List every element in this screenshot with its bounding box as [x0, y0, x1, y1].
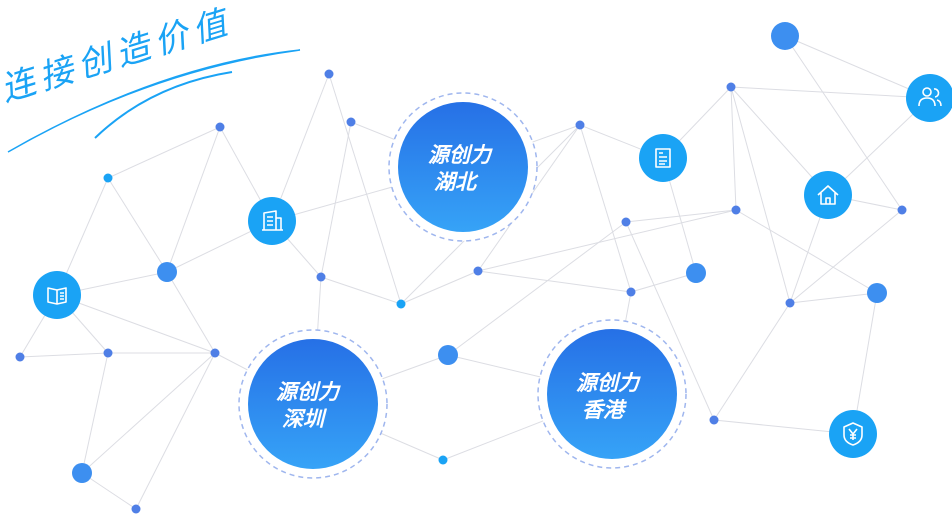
icon-circle: [804, 171, 852, 219]
node-dot: [103, 173, 113, 183]
hub-label-shenzhen[interactable]: 源创力深圳: [276, 379, 406, 433]
node-dot: [324, 69, 334, 79]
document-node[interactable]: [639, 134, 687, 182]
hub-line1: 源创力: [276, 380, 339, 404]
hub-label-hubei[interactable]: 源创力湖北: [428, 142, 558, 196]
edge: [81, 352, 216, 474]
edge: [630, 272, 697, 293]
edge: [107, 126, 221, 179]
edge: [56, 294, 216, 354]
node-dot: [897, 205, 907, 215]
swoosh: [7, 49, 301, 153]
node-dot: [626, 287, 636, 297]
icon-circle: [639, 134, 687, 182]
edge: [735, 209, 878, 294]
node-dot: [438, 455, 448, 465]
edge: [135, 352, 216, 510]
node-large: [771, 22, 799, 50]
node-dot: [785, 298, 795, 308]
node-dot: [709, 415, 719, 425]
node-dot: [210, 348, 220, 358]
edge: [166, 126, 221, 273]
hub-line2: 深圳: [282, 407, 324, 431]
edge: [477, 270, 632, 293]
edge: [320, 276, 402, 305]
edge: [784, 35, 903, 211]
edge: [625, 221, 715, 421]
node-dot: [621, 217, 631, 227]
edge: [730, 86, 931, 99]
edge: [625, 209, 737, 223]
book-node[interactable]: [33, 271, 81, 319]
edge: [166, 271, 216, 354]
edge: [107, 177, 168, 273]
edge: [400, 270, 479, 305]
node-medium: [72, 463, 92, 483]
node-dot: [575, 120, 585, 130]
user-icon: [918, 87, 942, 107]
edge: [730, 86, 737, 211]
hub-line2: 湖北: [434, 170, 476, 194]
node-dot: [316, 272, 326, 282]
home-icon: [817, 185, 839, 205]
book-icon: [47, 287, 67, 305]
node-dot: [731, 205, 741, 215]
edge: [789, 292, 878, 304]
node-dot: [103, 348, 113, 358]
swoosh-2: [94, 71, 233, 139]
edge: [320, 121, 352, 278]
edge: [730, 86, 829, 196]
edge: [789, 209, 903, 304]
node-dot: [131, 504, 141, 514]
edge: [81, 352, 109, 474]
node-medium: [157, 262, 177, 282]
user-node[interactable]: [906, 74, 952, 122]
hub-circle-hongkong: [547, 329, 677, 459]
hub-line1: 源创力: [576, 371, 639, 395]
hub-circle-hubei: [398, 102, 528, 232]
node-dot: [346, 117, 356, 127]
node-dot: [473, 266, 483, 276]
edge: [19, 352, 109, 358]
document-icon: [655, 148, 671, 168]
edge: [447, 221, 627, 356]
node-medium: [438, 345, 458, 365]
edge: [730, 86, 791, 304]
node-dot: [15, 352, 25, 362]
hub-line2: 香港: [582, 398, 624, 422]
hub-label-hongkong[interactable]: 源创力香港: [576, 370, 706, 424]
home-node[interactable]: [804, 171, 852, 219]
edge: [271, 73, 330, 222]
node-dot: [726, 82, 736, 92]
node-medium: [867, 283, 887, 303]
building-icon: [262, 210, 283, 231]
edge: [713, 302, 791, 421]
edge: [328, 73, 402, 305]
node-dot: [396, 299, 406, 309]
node-medium: [686, 263, 706, 283]
edge: [784, 35, 931, 99]
building-node[interactable]: [248, 197, 296, 245]
hub-circle-shenzhen: [248, 339, 378, 469]
hub-line1: 源创力: [428, 143, 491, 167]
yen-shield-node[interactable]: [829, 410, 877, 458]
node-dot: [215, 122, 225, 132]
edge: [579, 124, 632, 293]
edge: [477, 209, 737, 272]
edge: [81, 472, 137, 510]
yen-shield-icon: [843, 422, 863, 446]
